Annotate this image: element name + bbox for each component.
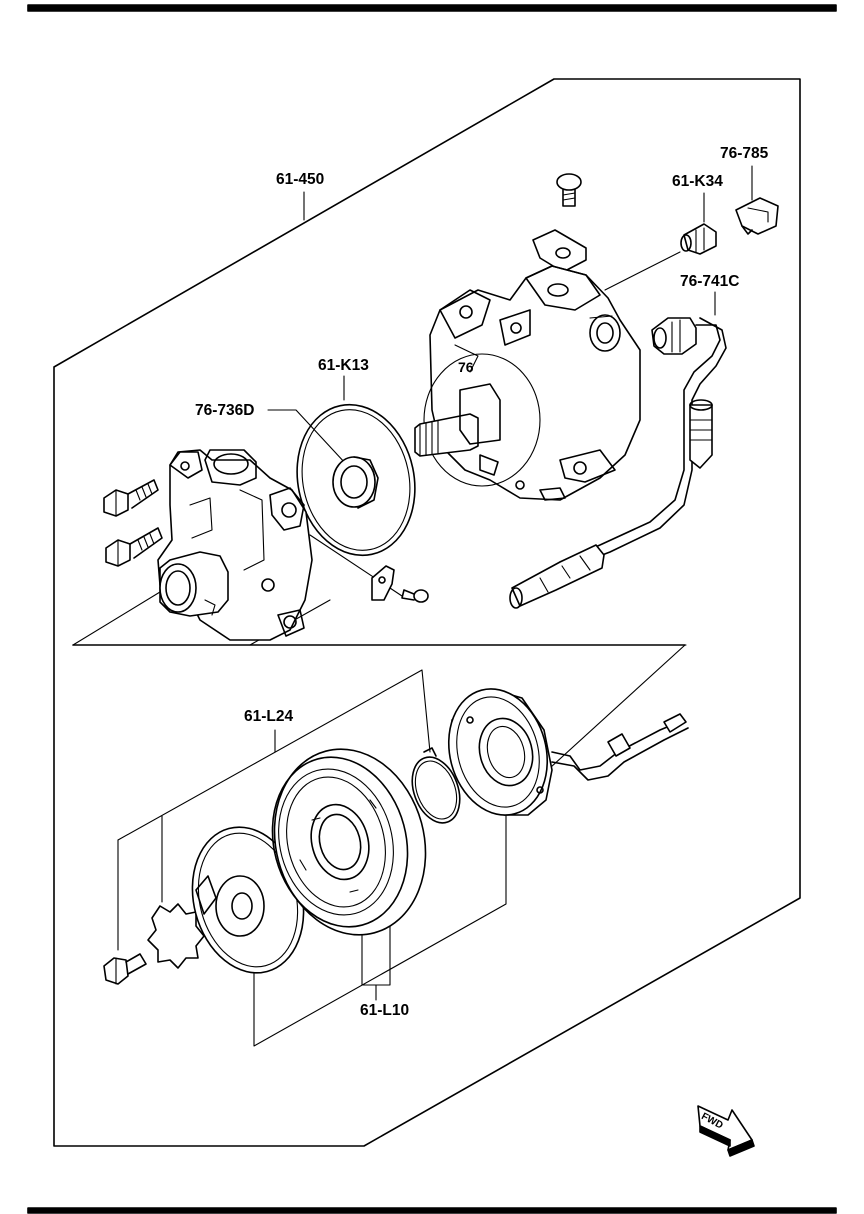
callout-clutch-set: 61-L24 (244, 708, 294, 725)
pressure-plate (191, 826, 305, 974)
callout-o-ring: 61-K13 (318, 357, 369, 374)
small-bracket (371, 565, 395, 601)
callout-assembly: 61-450 (276, 171, 325, 188)
o-ring (296, 403, 416, 557)
callout-harness: 76-741C (680, 273, 740, 290)
clutch-frame-top (117, 669, 431, 841)
svg-text:76: 76 (458, 359, 474, 375)
callout-clamp: 76-785 (720, 145, 769, 162)
callout-shaft-seal: 76-736D (195, 402, 255, 419)
head-bolt-1 (103, 479, 159, 517)
bracket-top (532, 229, 587, 273)
o-ring-inner (301, 409, 411, 551)
front-head (157, 449, 313, 641)
bottom-rule (27, 1207, 837, 1214)
compressor-body: 76 (414, 265, 641, 501)
top-rule (27, 4, 837, 12)
fwd-arrow-icon (697, 1105, 755, 1157)
clutch-bolt (103, 953, 147, 985)
head-bolt-2 (105, 527, 163, 567)
bolt-top (556, 173, 582, 207)
callout-switch: 61-K34 (672, 173, 723, 190)
leader-shaft-seal (267, 409, 347, 465)
clutch-frame-bottom (253, 807, 507, 1047)
assembly-boundary (53, 78, 801, 1147)
snap-ring (411, 747, 461, 824)
small-screw (401, 589, 429, 603)
shim-washer (147, 903, 205, 969)
wire-harness (509, 317, 727, 609)
switch-clamp (735, 197, 779, 235)
callout-pulley-coil: 61-L10 (360, 1002, 410, 1019)
shaft-seal (332, 456, 379, 509)
divider-leader (72, 591, 161, 646)
pressure-switch (680, 223, 717, 255)
pulley (271, 748, 427, 936)
leader-switch-body (604, 251, 681, 291)
field-coil (447, 688, 689, 816)
